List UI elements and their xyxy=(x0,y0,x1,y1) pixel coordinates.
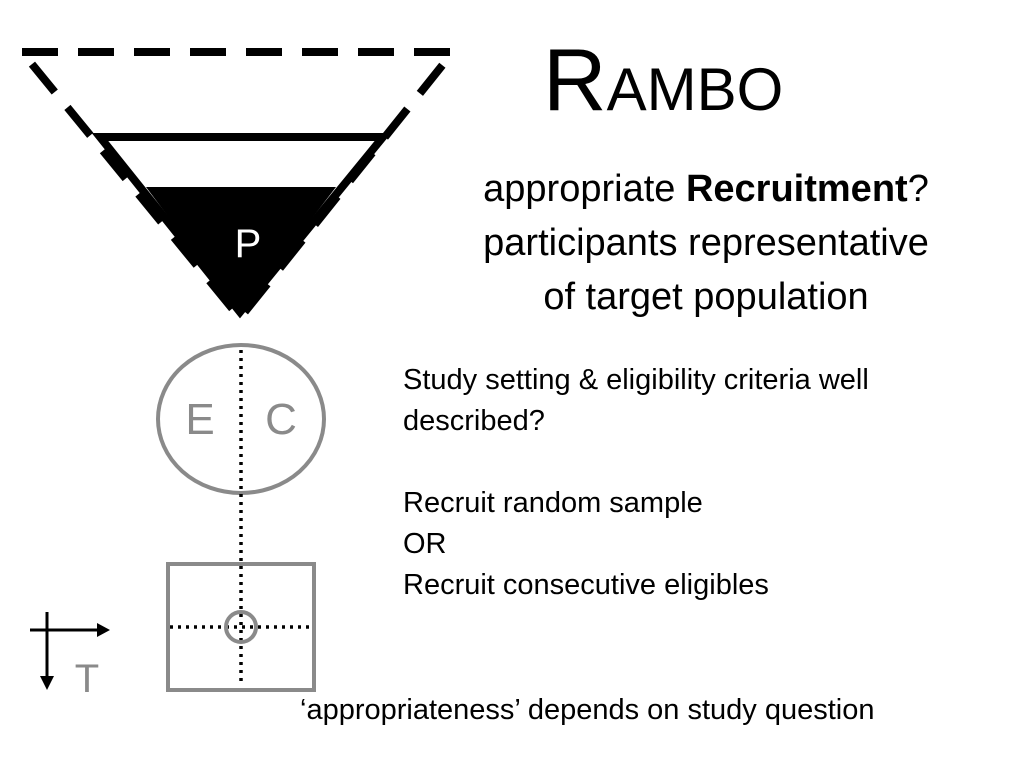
subtitle-line-1-post: ? xyxy=(907,168,929,210)
time-axis-down-arrowhead xyxy=(40,676,54,690)
body-line-5: Recruit consecutive eligibles xyxy=(403,569,769,601)
subtitle: appropriate Recruitment? participants re… xyxy=(416,162,996,324)
outcome-center-circle xyxy=(224,610,258,644)
control-group-label: C xyxy=(265,395,297,444)
subtitle-line-1: appropriate Recruitment? xyxy=(416,162,996,216)
body-spacer xyxy=(403,442,1003,483)
subtitle-line-1-pre: appropriate xyxy=(483,168,686,210)
participants-funnel-outline xyxy=(91,133,392,319)
body-line-4: OR xyxy=(403,528,447,560)
subtitle-line-2: participants representative xyxy=(483,222,929,264)
body-text: Study setting & eligibility criteria wel… xyxy=(403,360,1003,606)
body-line-2: described? xyxy=(403,405,545,437)
title-rest: AMBO xyxy=(606,56,784,123)
subtitle-line-3: of target population xyxy=(543,276,869,318)
participants-funnel-fill xyxy=(146,187,336,312)
outcome-box xyxy=(166,562,316,692)
footnote: ‘appropriateness’ depends on study quest… xyxy=(300,694,875,726)
body-line-3: Recruit random sample xyxy=(403,487,703,519)
body-line-1: Study setting & eligibility criteria wel… xyxy=(403,364,869,396)
allocation-oval xyxy=(156,343,326,495)
title-initial: R xyxy=(543,30,607,129)
population-label: P xyxy=(235,222,262,266)
subtitle-recruitment-bold: Recruitment xyxy=(685,168,908,210)
slide-title: RAMBO xyxy=(543,36,783,124)
exposed-group-label: E xyxy=(185,395,214,444)
time-axis-right-arrowhead xyxy=(97,623,110,637)
time-label: T xyxy=(75,657,99,701)
